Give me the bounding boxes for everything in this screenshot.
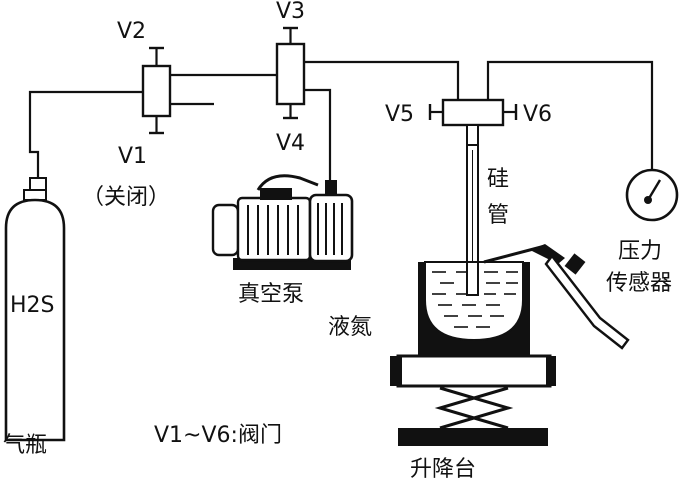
pipe-network xyxy=(28,60,654,180)
label-v5: V5 xyxy=(385,102,414,127)
valve-v3-v4 xyxy=(275,26,306,120)
label-v3: V3 xyxy=(276,0,305,24)
lift-table-icon xyxy=(390,354,556,446)
label-v4: V4 xyxy=(276,131,305,156)
label-silicon-tube-char1: 硅 xyxy=(487,167,509,192)
label-silicon-tube-char2: 管 xyxy=(487,203,509,228)
valve-v5-v6-manifold xyxy=(428,98,518,127)
label-lift-table: 升降台 xyxy=(410,457,476,482)
label-pressure-sensor-line2: 传感器 xyxy=(606,271,672,296)
valve-v1-v2 xyxy=(141,46,172,135)
label-v1-state: （关闭） xyxy=(82,185,170,210)
gas-cylinder-icon xyxy=(4,177,66,442)
probe-wand xyxy=(483,244,630,350)
label-gas-cylinder: 气瓶 xyxy=(3,433,47,458)
pressure-gauge-icon xyxy=(625,168,679,222)
label-valve-legend: V1~V6:阀门 xyxy=(154,423,282,448)
label-v2: V2 xyxy=(117,19,146,44)
dewar-liquid-nitrogen xyxy=(418,261,530,356)
label-pressure-sensor-line1: 压力 xyxy=(618,239,662,264)
label-v6: V6 xyxy=(523,102,552,127)
label-v1: V1 xyxy=(118,144,147,169)
label-liquid-nitrogen: 液氮 xyxy=(328,315,372,340)
vacuum-pump-icon xyxy=(211,174,354,270)
label-cylinder-content: H2S xyxy=(10,293,55,318)
label-vacuum-pump: 真空泵 xyxy=(238,282,304,307)
